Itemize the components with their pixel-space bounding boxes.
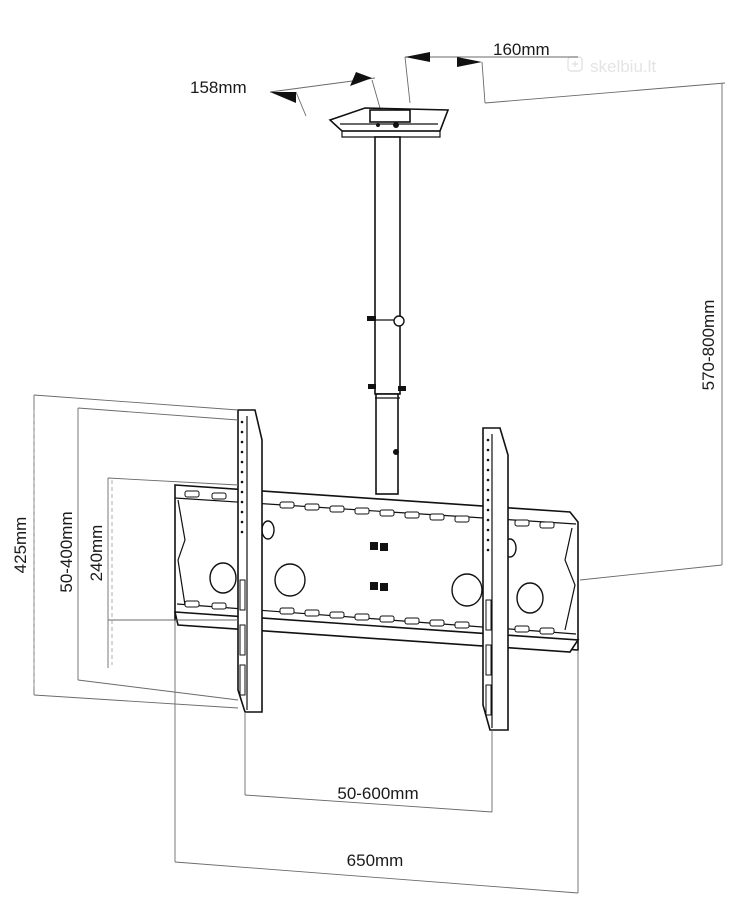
bottom-slot-row	[184, 600, 555, 635]
horizontal-vesa-label: 50-600mm	[337, 784, 418, 803]
vertical-vesa-label: 50-400mm	[57, 511, 76, 592]
overall-width-label: 650mm	[347, 851, 404, 870]
left-vertical-arm	[237, 409, 263, 713]
drop-height-label: 570-800mm	[699, 300, 718, 391]
drop-height-dimension: 570-800mm	[579, 83, 723, 581]
telescopic-pole	[367, 136, 406, 495]
watermark-text: skelbiu.lt	[590, 57, 656, 76]
plate-width-label: 160mm	[493, 40, 550, 59]
mounting-plate	[173, 484, 580, 653]
plate-depth-label: 158mm	[190, 78, 247, 97]
watermark: skelbiu.lt	[567, 56, 656, 76]
bottom-width-dimensions: 50-600mm 650mm	[174, 620, 579, 894]
rail-height-label: 240mm	[87, 525, 106, 582]
skelbiu-logo-icon	[567, 56, 583, 72]
ceiling-plate	[328, 107, 450, 138]
overall-height-label: 425mm	[11, 517, 30, 574]
top-slot-row	[184, 490, 555, 529]
ceiling-plate-dimension	[269, 52, 726, 117]
left-height-dimensions: 425mm 50-400mm 240mm	[11, 394, 239, 709]
right-vertical-arm	[482, 427, 509, 731]
